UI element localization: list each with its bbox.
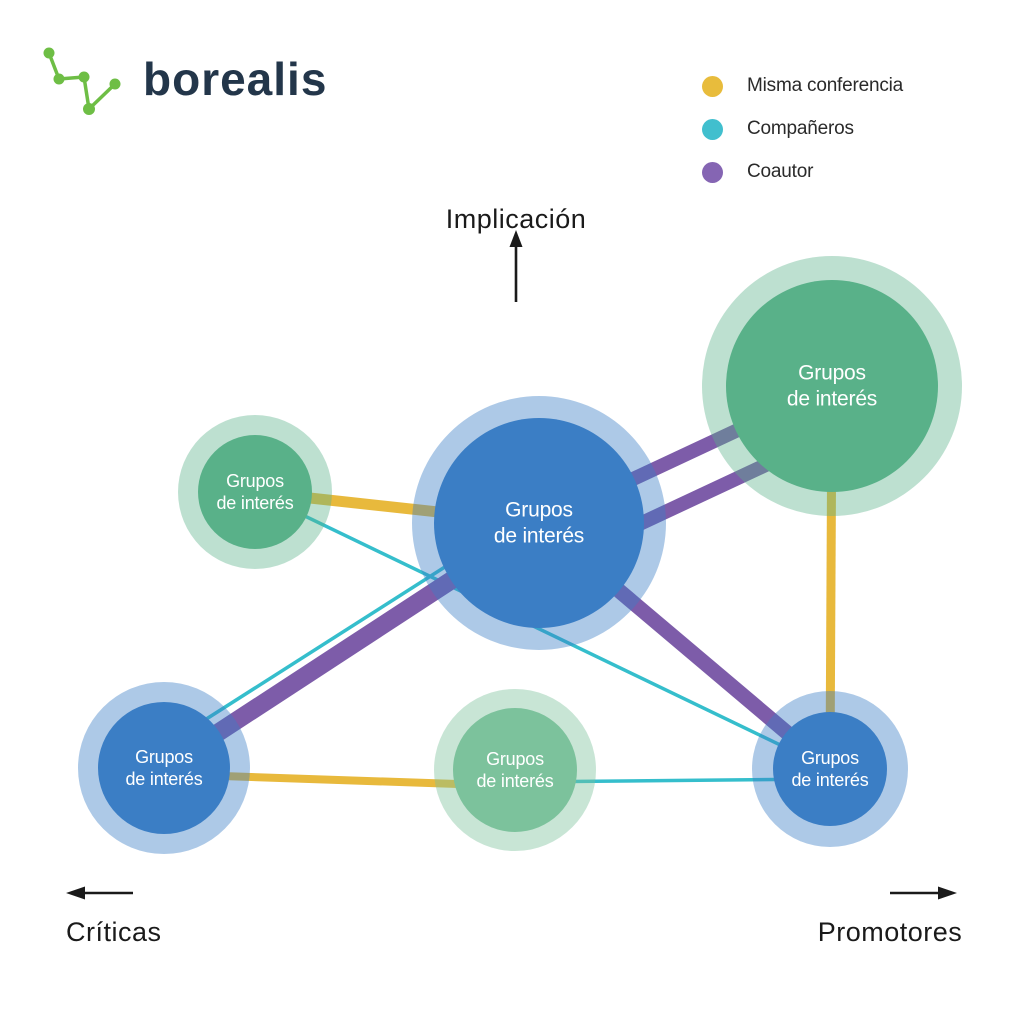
legend-label: Coautor bbox=[747, 161, 814, 182]
criticas-left-arrow-icon bbox=[66, 886, 133, 900]
legend-item-companeros[interactable]: Compañeros bbox=[702, 118, 903, 140]
legend: Misma conferencia Compañeros Coautor bbox=[702, 75, 903, 204]
legend-label: Compañeros bbox=[747, 118, 854, 139]
legend-item-misma-conferencia[interactable]: Misma conferencia bbox=[702, 75, 903, 97]
misma-conferencia-dot-icon bbox=[702, 75, 723, 97]
axis-label-promotores: Promotores bbox=[818, 917, 963, 947]
node-top-right[interactable] bbox=[726, 280, 938, 492]
axis-label-implicacion: Implicación bbox=[446, 204, 587, 234]
edge-companeros-left-to-bottom-right bbox=[254, 490, 831, 771]
coautor-dot-icon bbox=[702, 161, 723, 183]
legend-item-coautor[interactable]: Coautor bbox=[702, 161, 903, 183]
axes-layer: Implicación Críticas Promotores bbox=[66, 204, 962, 947]
header: borealis bbox=[0, 0, 1024, 130]
implicacion-up-arrow-icon bbox=[509, 230, 523, 302]
node-bottom-left[interactable] bbox=[98, 702, 230, 834]
brand-name: borealis bbox=[143, 53, 328, 105]
node-bottom-right[interactable] bbox=[773, 712, 887, 826]
node-bottom-center[interactable] bbox=[453, 708, 577, 832]
node-center[interactable] bbox=[434, 418, 644, 628]
companeros-dot-icon bbox=[702, 118, 723, 140]
axis-label-criticas: Críticas bbox=[66, 917, 162, 947]
borealis-logo-icon bbox=[43, 47, 121, 115]
node-left[interactable] bbox=[198, 435, 312, 549]
promotores-right-arrow-icon bbox=[890, 886, 957, 900]
legend-label: Misma conferencia bbox=[747, 75, 904, 96]
